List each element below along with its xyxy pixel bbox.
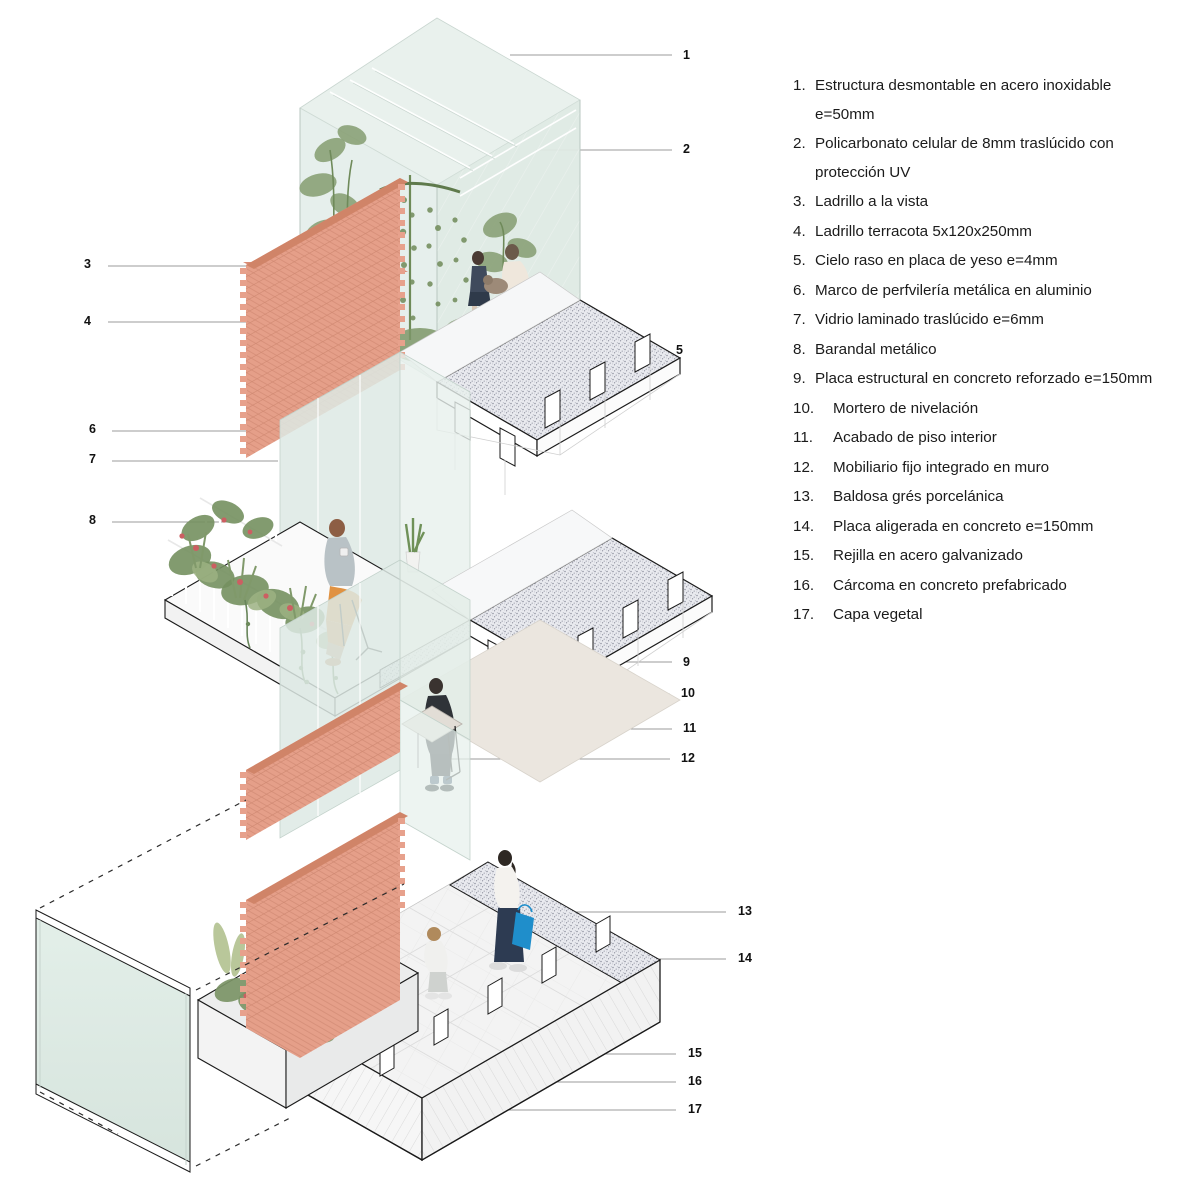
- legend-item-number: 10.: [793, 399, 815, 417]
- legend-item-number: 2.: [793, 135, 806, 152]
- legend-item-number: 4.: [793, 222, 806, 240]
- axonometric-svg: [35, 17, 726, 1173]
- legend-item-line1: Rejilla en acero galvanizado: [833, 547, 1023, 564]
- legend-item-line1: Ladrillo terracota 5x120x250mm: [815, 222, 1032, 240]
- detached-glass-panel: [35, 909, 191, 1173]
- leader-label-9: 9: [683, 655, 690, 669]
- legend-item-number: 17.: [793, 606, 815, 623]
- legend-item-text: Cielo raso en placa de yeso e=4mm: [815, 247, 1058, 276]
- leader-label-13: 13: [738, 904, 752, 918]
- legend-item-text: Estructura desmontable en acero inoxidab…: [815, 72, 1111, 129]
- legend-item: 3. Ladrillo a la vista: [793, 188, 1193, 217]
- legend-item-number: 15.: [793, 547, 815, 564]
- legend-item-number: 1.: [793, 77, 806, 94]
- legend-item: 15. Rejilla en acero galvanizado: [793, 542, 1193, 571]
- leader-label-16: 16: [688, 1074, 702, 1088]
- legend-item: 10. Mortero de nivelación: [793, 395, 1193, 424]
- legend-item-text: Acabado de piso interior: [833, 424, 997, 453]
- leader-label-1: 1: [683, 48, 690, 62]
- legend-item-line1: Placa estructural en concreto reforzado …: [815, 370, 1153, 387]
- leader-label-14: 14: [738, 951, 752, 965]
- legend-item: 13. Baldosa grés porcelánica: [793, 483, 1193, 512]
- leader-label-6: 6: [89, 422, 96, 436]
- legend-item-text: Ladrillo terracota 5x120x250mm: [815, 218, 1032, 247]
- legend-item-text: Ladrillo a la vista: [815, 188, 928, 217]
- legend-item-line1: Mortero de nivelación: [833, 399, 979, 417]
- legend-item-line1: Capa vegetal: [833, 606, 923, 623]
- legend-item-number: 12.: [793, 458, 815, 476]
- leader-label-10: 10: [681, 686, 695, 700]
- legend-item-text: Vidrio laminado traslúcido e=6mm: [815, 306, 1044, 335]
- legend-item-line1: Estructura desmontable en acero inoxidab…: [815, 77, 1112, 94]
- legend-item-text: Policarbonato celular de 8mm traslúcido …: [815, 130, 1114, 187]
- legend-item: 17. Capa vegetal: [793, 601, 1193, 630]
- legend-item-number: 7.: [793, 311, 806, 328]
- legend-item: 14. Placa aligerada en concreto e=150mm: [793, 513, 1193, 542]
- leader-label-5: 5: [676, 343, 683, 357]
- leader-label-4: 4: [84, 314, 91, 328]
- assembly-dashed-lines: [39, 799, 405, 1167]
- legend-item-number: 16.: [793, 576, 815, 594]
- legend-item-line1: Cielo raso en placa de yeso e=4mm: [815, 252, 1058, 269]
- brick-wall-ground: [240, 812, 408, 1058]
- legend-item-text: Baldosa grés porcelánica: [833, 483, 1004, 512]
- legend-item-line1: Cárcoma en concreto prefabricado: [833, 576, 1067, 594]
- legend-item-line1: Baldosa grés porcelánica: [833, 488, 1004, 505]
- legend-item: 7. Vidrio laminado traslúcido e=6mm: [793, 306, 1193, 335]
- figure-woman-walking: [489, 850, 534, 972]
- brick-wall-lower-mid: [240, 682, 408, 840]
- legend-item-text: Marco de perfvilería metálica en alumini…: [815, 277, 1092, 306]
- legend-item-line1: Barandal metálico: [815, 340, 937, 358]
- leader-label-7: 7: [89, 452, 96, 466]
- legend-item-line2: e=50mm: [815, 105, 875, 123]
- legend-item: 2. Policarbonato celular de 8mm traslúcid…: [793, 130, 1193, 187]
- legend-item: 11. Acabado de piso interior: [793, 424, 1193, 453]
- legend-item-number: 14.: [793, 517, 815, 535]
- legend-item: 1. Estructura desmontable en acero inoxid…: [793, 72, 1193, 129]
- leader-label-3: 3: [84, 257, 91, 271]
- legend-item: 16. Cárcoma en concreto prefabricado: [793, 572, 1193, 601]
- legend-item-line1: Vidrio laminado traslúcido e=6mm: [815, 311, 1044, 328]
- legend-item-text: Barandal metálico: [815, 336, 937, 365]
- legend-item-number: 6.: [793, 281, 806, 299]
- legend-item-line1: Placa aligerada en concreto e=150mm: [833, 517, 1094, 535]
- legend-item-number: 11.: [793, 429, 813, 446]
- legend-item: 9. Placa estructural en concreto reforzad…: [793, 365, 1193, 394]
- legend-item-text: Placa estructural en concreto reforzado …: [815, 365, 1152, 394]
- legend-item-text: Mortero de nivelación: [833, 395, 978, 424]
- legend-item-number: 8.: [793, 340, 806, 358]
- legend-item-line1: Policarbonato celular de 8mm traslúcido …: [815, 135, 1114, 152]
- legend-item-text: Capa vegetal: [833, 601, 923, 630]
- legend-list: 1. Estructura desmontable en acero inoxid…: [793, 72, 1193, 631]
- legend-item-line1: Mobiliario fijo integrado en muro: [833, 458, 1050, 476]
- legend-item-line1: Acabado de piso interior: [833, 429, 997, 446]
- leader-label-17: 17: [688, 1102, 702, 1116]
- legend-item-text: Mobiliario fijo integrado en muro: [833, 454, 1049, 483]
- legend-item-line1: Ladrillo a la vista: [815, 193, 929, 210]
- figure-boy-seated: [424, 927, 452, 1000]
- legend-item-text: Rejilla en acero galvanizado: [833, 542, 1023, 571]
- legend-item-line1: Marco de perfvilería metálica en alumini…: [815, 281, 1092, 299]
- leader-label-15: 15: [688, 1046, 702, 1060]
- legend-item-text: Cárcoma en concreto prefabricado: [833, 572, 1067, 601]
- legend-item-number: 5.: [793, 252, 806, 269]
- legend-item-line2: protección UV: [815, 163, 911, 181]
- legend-item: 12. Mobiliario fijo integrado en muro: [793, 454, 1193, 483]
- ground-level: [196, 812, 661, 1162]
- legend-item-number: 9.: [793, 370, 806, 387]
- legend-item-number: 13.: [793, 488, 815, 505]
- legend-item: 4. Ladrillo terracota 5x120x250mm: [793, 218, 1193, 247]
- leader-label-12: 12: [681, 751, 695, 765]
- legend-item: 5. Cielo raso en placa de yeso e=4mm: [793, 247, 1193, 276]
- leader-label-2: 2: [683, 142, 690, 156]
- legend-item: 8. Barandal metálico: [793, 336, 1193, 365]
- legend-item-text: Placa aligerada en concreto e=150mm: [833, 513, 1093, 542]
- leader-label-8: 8: [89, 513, 96, 527]
- leader-label-11: 11: [683, 721, 697, 735]
- legend-item-number: 3.: [793, 193, 806, 210]
- legend-item: 6. Marco de perfvilería metálica en alumi…: [793, 277, 1193, 306]
